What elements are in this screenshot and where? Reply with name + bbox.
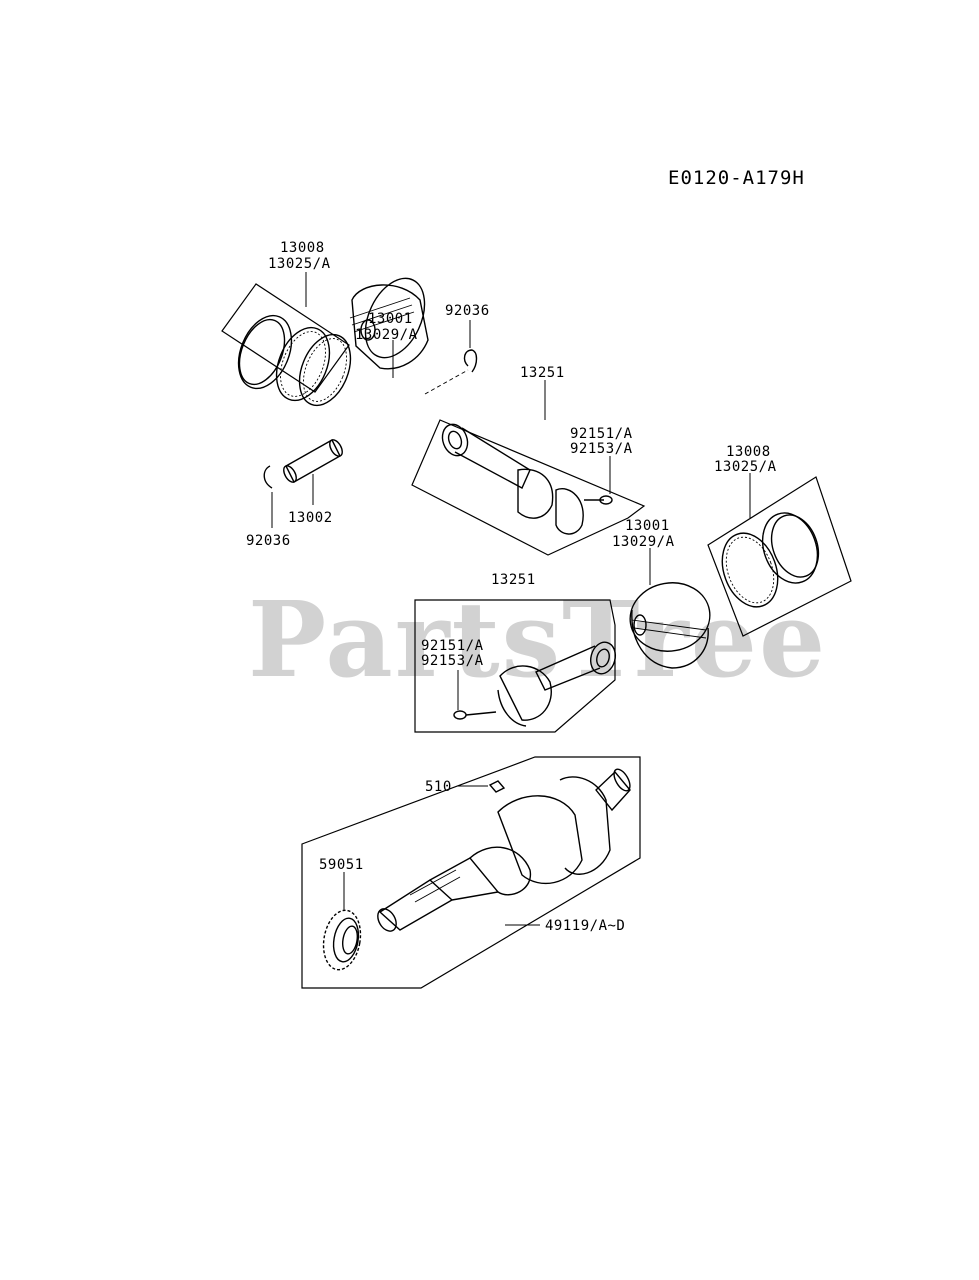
watermark: PartsTree bbox=[248, 578, 827, 701]
label-crankshaft: 49119/A~D bbox=[545, 918, 625, 934]
label-clip-top: 92036 bbox=[445, 303, 490, 319]
label-clip-bottom: 92036 bbox=[246, 533, 291, 549]
label-rings-right-1: 13008 bbox=[726, 444, 771, 460]
label-rod-top: 13251 bbox=[520, 365, 565, 381]
diagram-code: E0120-A179H bbox=[668, 167, 805, 189]
key-part bbox=[488, 780, 506, 793]
label-bolt-bottom-2: 92153/A bbox=[421, 653, 484, 669]
label-rings-left-1: 13008 bbox=[280, 240, 325, 256]
piston-right bbox=[629, 582, 711, 669]
circlip-top bbox=[463, 349, 478, 373]
label-rod-bottom: 13251 bbox=[491, 572, 536, 588]
piston-pin bbox=[283, 439, 343, 483]
crankshaft-gear bbox=[322, 909, 362, 971]
label-rings-left-2: 13025/A bbox=[268, 256, 331, 272]
connecting-rod-bottom bbox=[414, 599, 617, 733]
label-piston-left-1: 13001 bbox=[368, 311, 413, 327]
circlip-bottom bbox=[263, 465, 273, 489]
label-bolt-bottom-1: 92151/A bbox=[421, 638, 484, 654]
label-bolt-top-1: 92151/A bbox=[570, 426, 633, 442]
label-pin: 13002 bbox=[288, 510, 333, 526]
label-gear: 59051 bbox=[319, 857, 364, 873]
piston-rings-left bbox=[221, 283, 352, 407]
label-key: 510 bbox=[425, 779, 452, 795]
label-rings-right-2: 13025/A bbox=[714, 459, 777, 475]
label-bolt-top-2: 92153/A bbox=[570, 441, 633, 457]
connecting-rod-top bbox=[411, 419, 646, 556]
crankshaft-group bbox=[301, 756, 641, 989]
label-piston-right-1: 13001 bbox=[625, 518, 670, 534]
piston-left bbox=[349, 277, 429, 370]
piston-rings-right bbox=[707, 476, 852, 637]
label-piston-right-2: 13029/A bbox=[612, 534, 675, 550]
label-piston-left-2: 13029/A bbox=[355, 327, 418, 343]
